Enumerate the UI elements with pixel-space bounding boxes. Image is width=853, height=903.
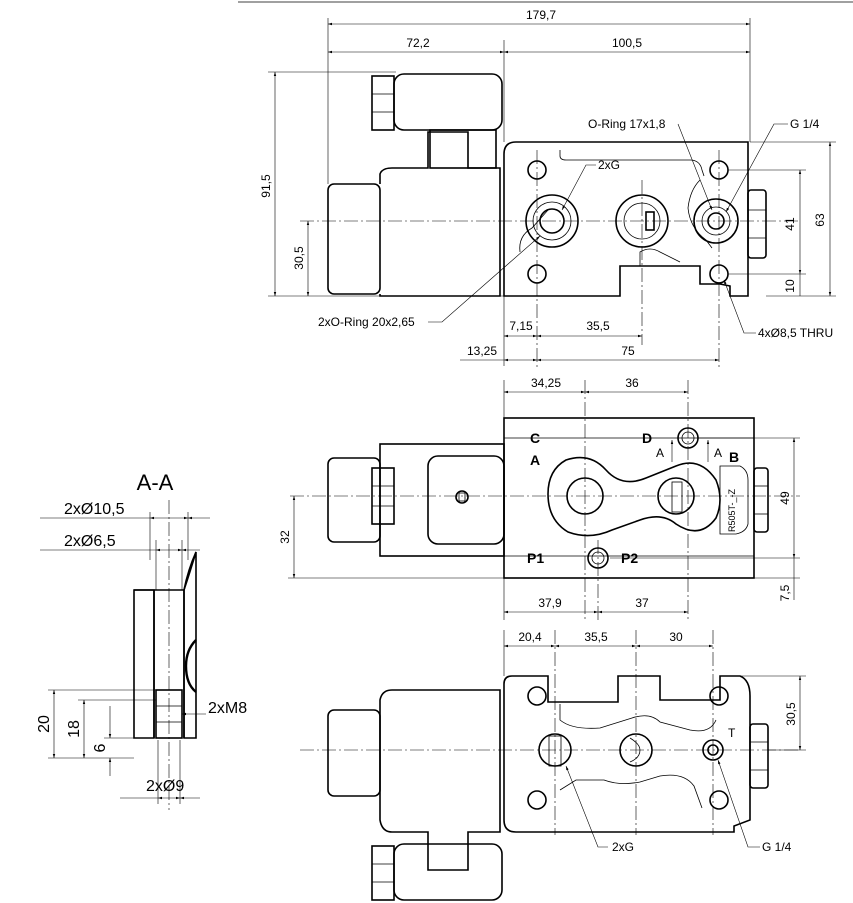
dim-30: 30 [669, 630, 683, 644]
port-g14 [693, 198, 739, 244]
callout-g14-bottom: G 1/4 [762, 840, 792, 854]
port-label-a: A [530, 452, 540, 468]
port-label-d: D [642, 430, 652, 446]
section-d6: 2xØ6,5 [64, 533, 116, 550]
valve-body-bottom [503, 675, 751, 833]
callout-2xg-bottom: 2xG [612, 840, 634, 854]
port-label-a-small: A [714, 446, 722, 460]
dim-left-width: 72,2 [406, 36, 430, 50]
middle-view: C A D A A B P1 P2 R505T-_-Z 34,25 36 37,… [278, 376, 800, 620]
dim-37-9: 37,9 [538, 596, 562, 610]
callout-holes: 4xØ8,5 THRU [758, 326, 833, 340]
callout-2xg: 2xG [598, 158, 620, 172]
section-m8: 2xM8 [208, 700, 247, 717]
port-label-b: B [729, 449, 739, 465]
dim-7-15: 7,15 [509, 319, 533, 333]
section-title: A-A [137, 470, 174, 495]
port-label-p1: P1 [527, 550, 544, 566]
dim-7-5: 7,5 [778, 584, 792, 601]
section-d9: 2xØ9 [146, 778, 184, 795]
section-h6: 6 [92, 743, 109, 752]
dim-41: 41 [783, 217, 797, 231]
plug-connector [393, 73, 503, 131]
coil-connector [327, 183, 381, 295]
dim-35-5-bottom: 35,5 [584, 630, 608, 644]
dim-37: 37 [635, 596, 649, 610]
solenoid-body [379, 131, 501, 297]
port-label-a-arrow: A [656, 446, 664, 460]
callout-oring-20: 2xO-Ring 20x2,65 [318, 315, 415, 329]
dim-32: 32 [278, 530, 292, 544]
dim-34-25: 34,25 [531, 376, 561, 390]
dim-right-width: 100,5 [612, 36, 642, 50]
dim-49: 49 [778, 491, 792, 505]
dim-10: 10 [783, 279, 797, 293]
port-label-t: T [728, 726, 736, 740]
bottom-view: T 20,4 35,5 30 30,5 2xG G 1/4 [300, 630, 806, 901]
dim-total-height: 91,5 [259, 174, 273, 198]
dim-13-25: 13,25 [467, 344, 497, 358]
dim-overall-width: 179,7 [526, 8, 556, 22]
callout-g14: G 1/4 [790, 117, 820, 131]
dim-36: 36 [625, 376, 639, 390]
port-label-c: C [530, 430, 540, 446]
dim-30-5: 30,5 [784, 702, 798, 726]
dim-body-height: 63 [813, 213, 827, 227]
top-view: 179,7 72,2 100,5 91,5 30,5 63 41 10 7,15… [238, 1, 853, 370]
section-h20: 20 [36, 715, 53, 733]
valve-body [503, 141, 749, 297]
section-h18: 18 [66, 720, 83, 738]
solenoid-housing [379, 443, 505, 557]
flow-slot [547, 456, 721, 537]
dim-75: 75 [621, 344, 635, 358]
callout-oring-17: O-Ring 17x1,8 [588, 117, 666, 131]
dim-axis-height: 30,5 [292, 246, 306, 270]
section-view: A-A 2xØ10,5 2xØ6,5 2xM8 [36, 470, 247, 810]
stamp-text: R505T-_-Z [727, 488, 737, 532]
dim-20-4: 20,4 [518, 630, 542, 644]
section-d10: 2xØ10,5 [64, 501, 125, 518]
dim-35-5: 35,5 [586, 319, 610, 333]
